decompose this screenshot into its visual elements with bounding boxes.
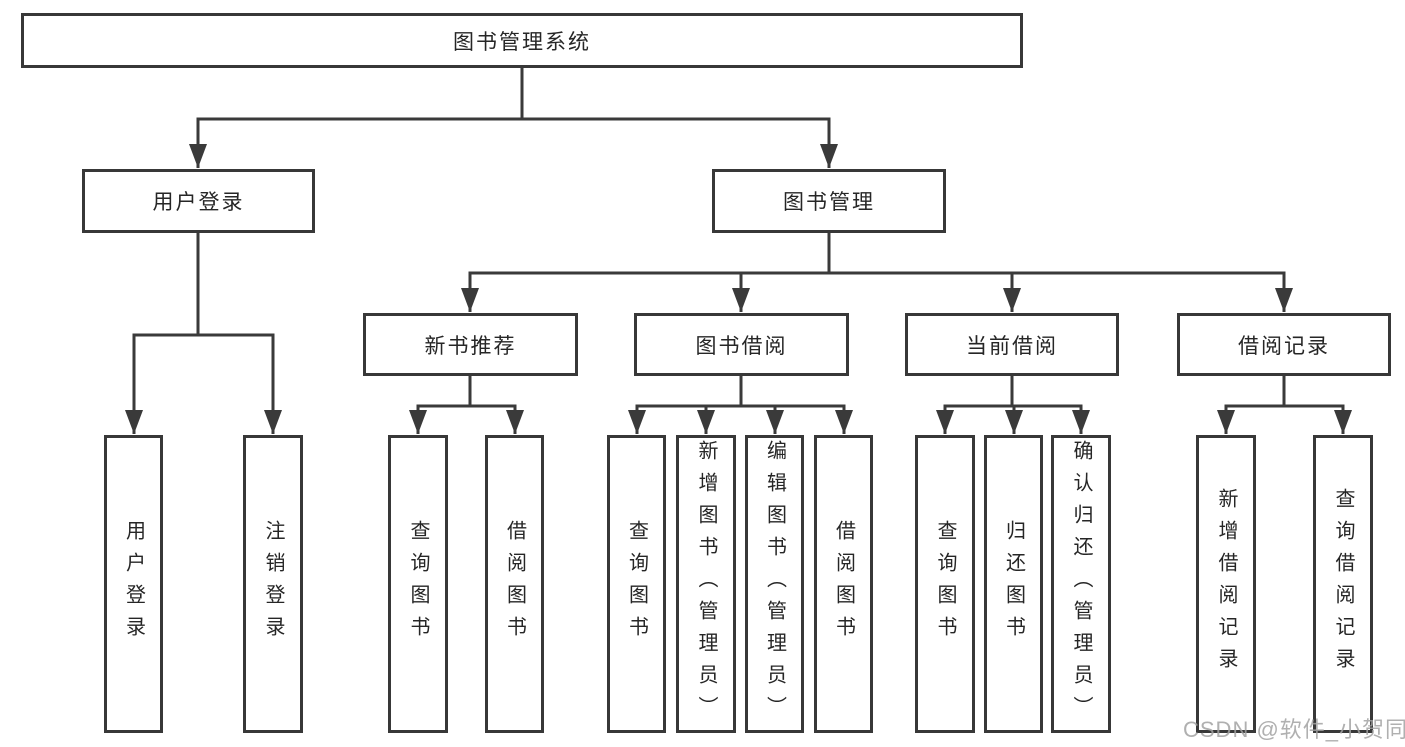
leaf-query-books-borrow-label: 查询图书 xyxy=(625,520,648,648)
node-root: 图书管理系统 xyxy=(21,13,1023,68)
leaf-borrow-books-label: 借阅图书 xyxy=(832,520,855,648)
node-book-borrow: 图书借阅 xyxy=(634,313,849,376)
node-root-label: 图书管理系统 xyxy=(453,30,591,54)
leaf-query-borrow-record-label: 查询借阅记录 xyxy=(1332,488,1354,680)
leaf-borrow-books: 借阅图书 xyxy=(814,435,873,733)
node-user-login: 用户登录 xyxy=(82,169,315,233)
leaf-add-borrow-record: 新增借阅记录 xyxy=(1196,435,1256,733)
node-current-borrow-label: 当前借阅 xyxy=(966,334,1058,358)
leaf-query-borrow-record: 查询借阅记录 xyxy=(1313,435,1373,733)
leaf-edit-books-admin-label: 编辑图书（管理员） xyxy=(763,440,786,728)
leaf-logout-label: 注销登录 xyxy=(262,520,284,648)
node-new-book-recommend: 新书推荐 xyxy=(363,313,578,376)
leaf-add-borrow-record-label: 新增借阅记录 xyxy=(1215,488,1237,680)
leaf-add-books-admin: 新增图书（管理员） xyxy=(676,435,736,733)
leaf-confirm-return-admin-label: 确认归还（管理员） xyxy=(1070,440,1092,728)
csdn-watermark: CSDN @软件_小贺同学 xyxy=(1183,717,1405,742)
node-book-management-label: 图书管理 xyxy=(783,191,875,214)
node-borrow-records: 借阅记录 xyxy=(1177,313,1391,376)
node-book-management: 图书管理 xyxy=(712,169,946,233)
leaf-borrow-books-recommend-label: 借阅图书 xyxy=(503,520,526,648)
leaf-logout: 注销登录 xyxy=(243,435,303,733)
node-borrow-records-label: 借阅记录 xyxy=(1238,334,1330,358)
leaf-query-books-current-label: 查询图书 xyxy=(934,520,956,648)
leaf-return-books-label: 归还图书 xyxy=(1002,520,1025,648)
leaf-query-books-recommend-label: 查询图书 xyxy=(407,520,429,648)
leaf-borrow-books-recommend: 借阅图书 xyxy=(485,435,544,733)
leaf-user-login: 用户登录 xyxy=(104,435,163,733)
leaf-user-login-label: 用户登录 xyxy=(122,520,145,648)
leaf-edit-books-admin: 编辑图书（管理员） xyxy=(745,435,804,733)
node-user-login-label: 用户登录 xyxy=(152,191,245,214)
node-current-borrow: 当前借阅 xyxy=(905,313,1119,376)
leaf-query-books-current: 查询图书 xyxy=(915,435,975,733)
leaf-return-books: 归还图书 xyxy=(984,435,1043,733)
leaf-confirm-return-admin: 确认归还（管理员） xyxy=(1051,435,1111,733)
node-book-borrow-label: 图书借阅 xyxy=(695,334,788,358)
leaf-add-books-admin-label: 新增图书（管理员） xyxy=(695,440,717,728)
leaf-query-books-borrow: 查询图书 xyxy=(607,435,666,733)
node-new-book-recommend-label: 新书推荐 xyxy=(424,334,517,358)
leaf-query-books-recommend: 查询图书 xyxy=(388,435,448,733)
